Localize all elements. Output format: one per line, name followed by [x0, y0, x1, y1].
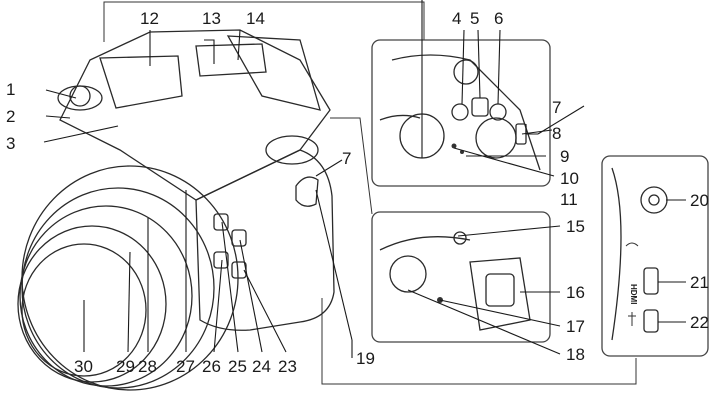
- callout-28: 28: [138, 357, 157, 376]
- callout-19: 19: [356, 349, 375, 368]
- hdmi-label: HDMI: [629, 284, 638, 304]
- callout-17: 17: [566, 317, 585, 336]
- ports-detail-panel: HDMI: [601, 155, 709, 357]
- callout-8: 8: [552, 124, 561, 143]
- callout-24: 24: [252, 357, 271, 376]
- usb-icon: [628, 312, 636, 326]
- callout-12: 12: [140, 9, 159, 28]
- dial-18: [389, 255, 427, 293]
- lens-glass: [21, 243, 147, 377]
- callout-13: 13: [202, 9, 221, 28]
- callout-16: 16: [566, 283, 585, 302]
- callout-7a: 7: [552, 98, 561, 117]
- front-button-2: [231, 229, 247, 247]
- callout-25: 25: [228, 357, 247, 376]
- viewfinder-hump: [226, 35, 321, 111]
- callout-21: 21: [690, 273, 709, 292]
- lens-barrel-mid: [21, 187, 215, 389]
- callout-14: 14: [246, 9, 265, 28]
- button-4: [451, 103, 469, 121]
- strap-eyelet: [295, 176, 319, 207]
- callout-3: 3: [6, 134, 15, 153]
- callout-9: 9: [560, 147, 569, 166]
- flash-unit: [99, 55, 183, 109]
- callout-6: 6: [494, 9, 503, 28]
- front-button-4: [231, 261, 247, 279]
- leader-lines: [43, 0, 686, 358]
- callout-1: 1: [6, 80, 15, 99]
- front-button-1: [213, 213, 229, 231]
- callout-18: 18: [566, 345, 585, 364]
- callout-15: 15: [566, 217, 585, 236]
- camera-body: [17, 29, 335, 391]
- usb-socket: [643, 309, 659, 333]
- callout-22: 22: [690, 313, 709, 332]
- callout-30: 30: [74, 357, 93, 376]
- connector-frames: [103, 1, 637, 385]
- headphone-icon: [625, 242, 639, 247]
- callout-numbers: 1 2 3 4 5 6 7 8 9 10 11 12 13 14 15 16 1…: [6, 9, 709, 376]
- lens-ring: [19, 205, 193, 387]
- callout-29: 29: [116, 357, 135, 376]
- callout-20: 20: [690, 191, 709, 210]
- callout-11: 11: [560, 190, 578, 209]
- callout-26: 26: [202, 357, 221, 376]
- callout-7b: 7: [342, 149, 351, 168]
- viewfinder-detail-panel: [371, 211, 551, 343]
- callout-5: 5: [470, 9, 479, 28]
- callout-27: 27: [176, 357, 195, 376]
- callout-23: 23: [278, 357, 297, 376]
- callout-2: 2: [6, 107, 15, 126]
- lens-front: [17, 225, 167, 383]
- callout-4: 4: [452, 9, 461, 28]
- callout-10: 10: [560, 169, 579, 188]
- hdmi-socket: [643, 267, 659, 295]
- hot-shoe: [195, 43, 267, 77]
- mode-dial: [265, 135, 319, 165]
- top-controls-detail-panel: [371, 39, 551, 187]
